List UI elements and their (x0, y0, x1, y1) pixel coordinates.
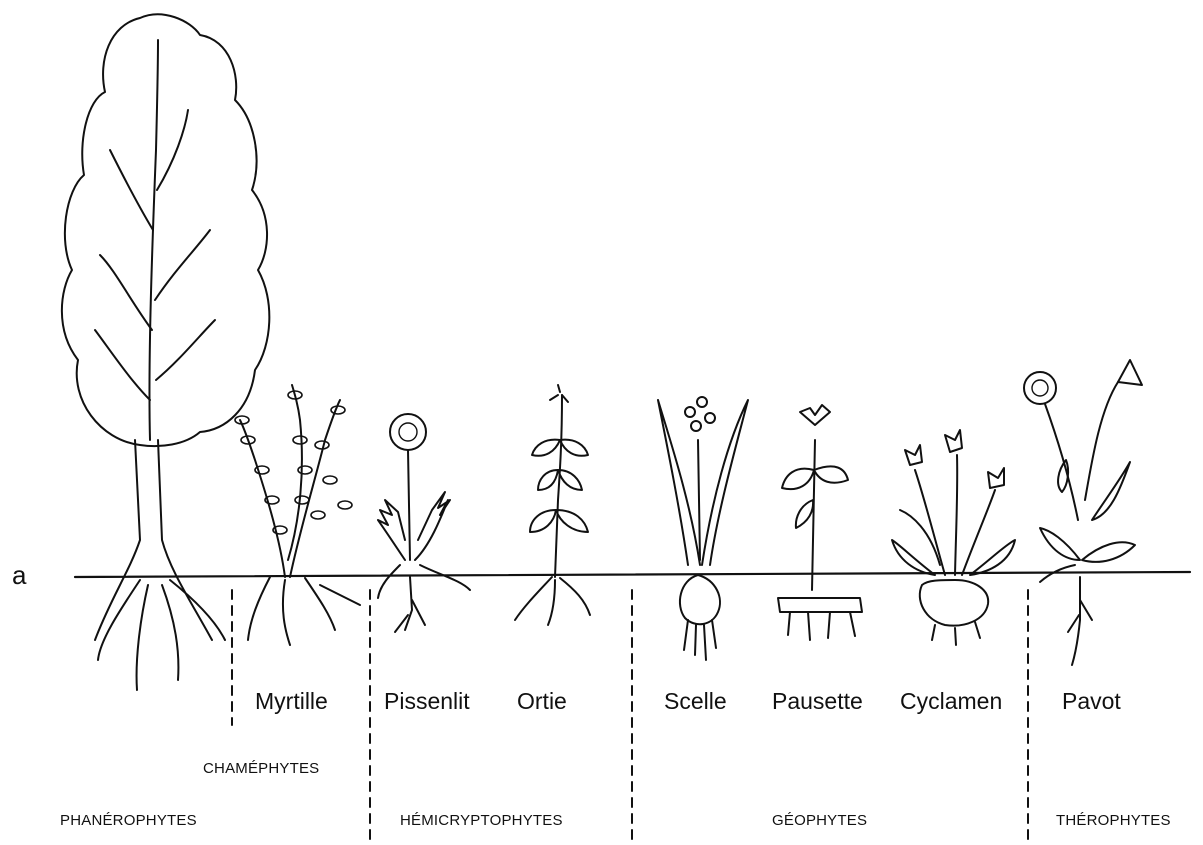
ground-line (75, 572, 1190, 577)
group-separators (232, 590, 1028, 840)
tree-branch-right-1 (155, 230, 210, 300)
group-label-hemicryptophytes: HÉMICRYPTOPHYTES (400, 812, 563, 829)
pausette-rhizome (778, 598, 862, 612)
label-pissenlit: Pissenlit (384, 688, 470, 715)
myrtille-illustration (235, 385, 360, 645)
tree-trunk-left (95, 440, 140, 640)
tree-root-2 (137, 585, 148, 690)
tree-root-4 (170, 580, 225, 640)
pavot-flower (1024, 372, 1056, 404)
tree-illustration (62, 14, 269, 690)
tree-branch-right-2 (157, 110, 188, 190)
label-pausette: Pausette (772, 688, 863, 715)
label-myrtille: Myrtille (255, 688, 328, 715)
tree-branch-left-3 (95, 330, 150, 400)
group-label-chamephytes: CHAMÉPHYTES (203, 760, 319, 777)
pissenlit-flower-head (390, 414, 426, 450)
panel-letter: a (12, 560, 26, 591)
pausette-illustration (778, 405, 862, 640)
tree-branch-left-2 (110, 150, 153, 230)
tree-branch-right-3 (156, 320, 215, 380)
tree-crown (62, 14, 269, 446)
tree-branch-left-1 (100, 255, 152, 330)
group-label-phanerophytes: PHANÉROPHYTES (60, 812, 197, 829)
cyclamen-illustration (892, 430, 1015, 645)
group-label-therophytes: THÉROPHYTES (1056, 812, 1171, 829)
ortie-illustration (515, 385, 590, 625)
scelle-illustration (658, 397, 748, 660)
label-cyclamen: Cyclamen (900, 688, 1002, 715)
label-scelle: Scelle (664, 688, 727, 715)
scelle-bulb (680, 575, 720, 624)
label-ortie: Ortie (517, 688, 567, 715)
tree-root-3 (162, 585, 178, 680)
cyclamen-tuber (920, 580, 988, 626)
pavot-illustration (1024, 360, 1142, 665)
pissenlit-leaf-left (378, 500, 405, 560)
pissenlit-illustration (378, 414, 470, 632)
pissenlit-leaf-right (415, 492, 450, 560)
label-pavot: Pavot (1062, 688, 1121, 715)
group-label-geophytes: GÉOPHYTES (772, 812, 867, 829)
